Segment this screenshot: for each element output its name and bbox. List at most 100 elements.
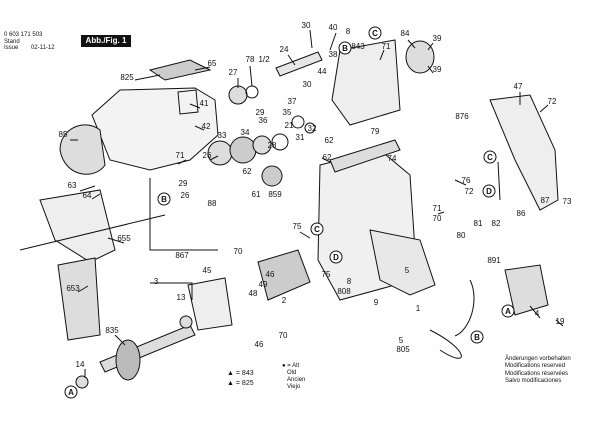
switch bbox=[504, 264, 549, 316]
depth-stop bbox=[19, 214, 166, 251]
alt-word: = Alt bbox=[287, 363, 300, 369]
part-callout: 891 bbox=[487, 256, 501, 265]
spindle bbox=[275, 51, 323, 77]
part-callout: 71 bbox=[176, 151, 185, 160]
issue-date: 02-11-12 bbox=[31, 45, 55, 51]
part-callout: 27 bbox=[229, 68, 238, 77]
handle-shell bbox=[489, 94, 559, 211]
part-callout: 859 bbox=[268, 190, 282, 199]
reference-letter: A bbox=[505, 307, 511, 316]
part-callout: 75 bbox=[293, 222, 302, 231]
legend-825: ▲ = 825 bbox=[227, 380, 254, 388]
reference-letter: B bbox=[161, 195, 167, 204]
part-callout: 32 bbox=[308, 124, 317, 133]
part-callout: 74 bbox=[388, 154, 397, 163]
part-callout: 88 bbox=[208, 199, 217, 208]
gear-housing bbox=[91, 87, 219, 171]
part-callout: 843 bbox=[351, 42, 365, 51]
alt-word: Old bbox=[287, 370, 297, 376]
armature-fan bbox=[115, 339, 141, 381]
part-callout: 35 bbox=[283, 108, 292, 117]
part-callout: 80 bbox=[457, 231, 466, 240]
part-callout: 70 bbox=[234, 247, 243, 256]
part-callout: 61 bbox=[252, 190, 261, 199]
reference-letter: D bbox=[486, 187, 492, 196]
part-callout: 62 bbox=[323, 153, 332, 162]
footer-line: Modifications reserved bbox=[505, 363, 566, 370]
bearing bbox=[75, 375, 89, 389]
reference-letter: C bbox=[314, 225, 320, 234]
alt-word: Ancien bbox=[287, 377, 306, 383]
figure-badge: Abb./Fig. 1 bbox=[81, 35, 131, 47]
part-callout: 36 bbox=[259, 116, 268, 125]
part-callout: 3 bbox=[154, 277, 159, 286]
footer-line: Modifications réservées bbox=[505, 370, 569, 377]
reference-letter: A bbox=[68, 388, 74, 397]
part-callout: 26 bbox=[203, 151, 212, 160]
part-callout: 63 bbox=[68, 181, 77, 190]
part-callout: 44 bbox=[318, 67, 327, 76]
part-callout: 825 bbox=[120, 73, 134, 82]
part-callout: 805 bbox=[396, 345, 410, 354]
part-callout: 2 bbox=[282, 296, 287, 305]
alt-dot-icon: ● bbox=[282, 363, 286, 369]
part-callout: 87 bbox=[541, 196, 550, 205]
part-callout: 76 bbox=[462, 176, 471, 185]
legend-843: ▲ = 843 bbox=[227, 370, 254, 378]
legend-value: = 843 bbox=[235, 370, 254, 377]
reference-circle: A bbox=[64, 385, 78, 399]
reference-letter: B bbox=[342, 44, 348, 53]
part-callout: 86 bbox=[517, 209, 526, 218]
handle bbox=[369, 229, 436, 296]
brush-plate bbox=[187, 277, 233, 331]
part-callout: 8 bbox=[347, 277, 352, 286]
part-callout: 46 bbox=[266, 270, 275, 279]
part-callout: 85 bbox=[59, 130, 68, 139]
reference-letter: C bbox=[372, 29, 378, 38]
footer-line: Salvo modificaciones bbox=[505, 378, 562, 385]
part-callout: 62 bbox=[325, 136, 334, 145]
part-callout: 5 bbox=[399, 336, 404, 345]
kit-bracket-867 bbox=[149, 178, 218, 251]
part-callout: 48 bbox=[249, 289, 258, 298]
aux-handle-grip bbox=[57, 257, 101, 341]
stator bbox=[257, 249, 311, 301]
part-callout: 49 bbox=[259, 280, 268, 289]
intermediate-flange bbox=[331, 39, 401, 126]
part-callout: 70 bbox=[433, 214, 442, 223]
part-callout: 38 bbox=[329, 50, 338, 59]
footer-line: Änderungen vorbehalten bbox=[505, 356, 571, 362]
footer-notes: Änderungen vorbehalten Modifications res… bbox=[505, 356, 571, 386]
part-callout: 808 bbox=[337, 287, 351, 296]
part-callout: 73 bbox=[563, 197, 572, 206]
part-callout: 75 bbox=[322, 270, 331, 279]
part-callout: 39 bbox=[433, 65, 442, 74]
part-number: 0 603 171 503 bbox=[4, 32, 43, 38]
part-callout: 1 bbox=[416, 304, 421, 313]
legend-marker-icon: ▲ bbox=[227, 380, 234, 387]
part-callout: 47 bbox=[514, 82, 523, 91]
part-callout: 31 bbox=[296, 133, 305, 142]
legend-marker-icon: ▲ bbox=[227, 370, 234, 377]
part-callout: 30 bbox=[303, 80, 312, 89]
part-callout: 42 bbox=[202, 122, 211, 131]
part-callout: 39 bbox=[433, 34, 442, 43]
gear-stack bbox=[207, 85, 316, 187]
part-callout: 5 bbox=[405, 266, 410, 275]
part-callout: 29 bbox=[179, 179, 188, 188]
part-callout: 835 bbox=[105, 326, 119, 335]
part-callout: 24 bbox=[280, 45, 289, 54]
part-callout: 82 bbox=[492, 219, 501, 228]
aux-handle-clamp bbox=[39, 189, 116, 263]
part-callout: 45 bbox=[203, 266, 212, 275]
legend-value: = 825 bbox=[235, 380, 254, 387]
part-callout: 37 bbox=[288, 97, 297, 106]
part-callout: 81 bbox=[474, 219, 483, 228]
reference-letter: C bbox=[487, 153, 493, 162]
part-callout: 84 bbox=[401, 29, 410, 38]
stand-label: Stand bbox=[4, 39, 20, 45]
part-callout: 72 bbox=[548, 97, 557, 106]
reference-circle: C bbox=[483, 150, 497, 164]
